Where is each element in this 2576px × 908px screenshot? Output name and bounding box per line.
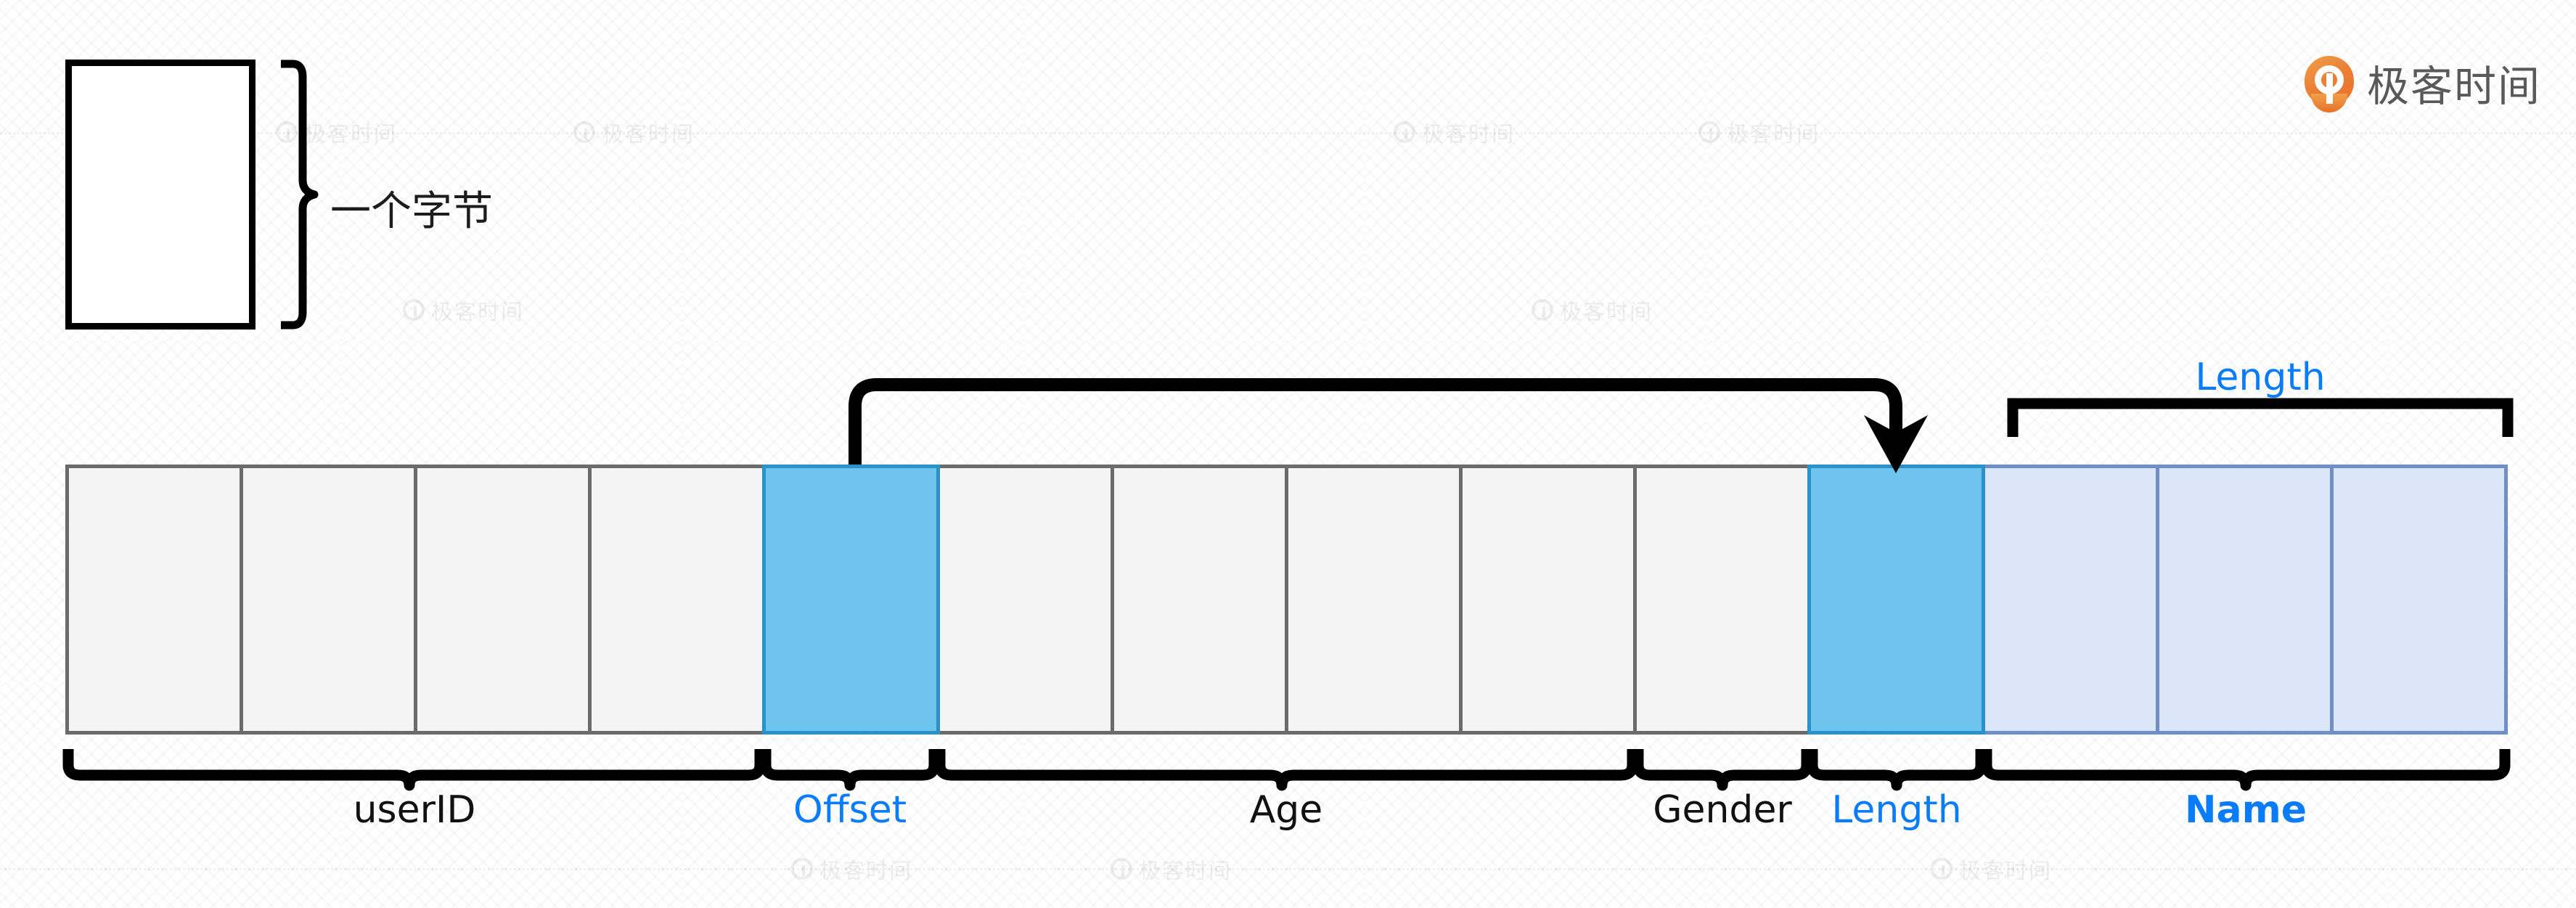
watermark-mark: 极客时间 <box>573 116 695 148</box>
top-length-bracket <box>2007 398 2514 437</box>
geektime-watermark-icon <box>403 299 425 321</box>
geektime-watermark-icon <box>1111 858 1132 880</box>
brace-gender <box>1632 749 1812 791</box>
watermark-mark: 极客时间 <box>403 294 524 326</box>
legend-byte-cell <box>65 60 255 330</box>
byte-cell-6[interactable] <box>936 465 1114 735</box>
watermark-hline <box>0 132 2576 134</box>
label-offset: Offset <box>793 788 907 832</box>
geektime-logo-icon <box>2304 56 2354 113</box>
brace-offset <box>760 749 940 791</box>
byte-cell-7[interactable] <box>1111 465 1288 735</box>
watermark-mark: 极客时间 <box>1532 294 1653 326</box>
brace-name <box>1981 749 2511 791</box>
watermark-mark: 极客时间 <box>1698 116 1820 148</box>
byte-cell-9[interactable] <box>1459 465 1637 735</box>
byte-cell-14-name[interactable] <box>2330 465 2508 735</box>
watermark-mark: 极客时间 <box>1394 116 1515 148</box>
top-length-label: Length <box>2195 356 2326 399</box>
brace-length <box>1807 749 1987 791</box>
label-userid: userID <box>353 788 476 832</box>
geektime-watermark-icon <box>1698 121 1720 143</box>
label-gender: Gender <box>1653 788 1792 832</box>
byte-cell-10-gender[interactable] <box>1633 465 1811 735</box>
geektime-watermark-icon <box>1532 299 1553 321</box>
byte-cell-11-length[interactable] <box>1807 465 1985 735</box>
geektime-watermark-icon <box>791 858 813 880</box>
right-curly-brace-icon <box>281 60 319 330</box>
label-age: Age <box>1249 788 1323 832</box>
brace-age <box>934 749 1638 791</box>
byte-cell-3[interactable] <box>414 465 592 735</box>
watermark-mark: 极客时间 <box>1111 853 1232 885</box>
geektime-watermark-icon <box>1931 858 1953 880</box>
byte-cell-13-name[interactable] <box>2156 465 2334 735</box>
byte-cell-2[interactable] <box>240 465 417 735</box>
byte-cell-8[interactable] <box>1285 465 1463 735</box>
offset-to-length-arrow-icon <box>849 378 1928 473</box>
legend-label: 一个字节 <box>330 188 493 235</box>
byte-cell-4[interactable] <box>588 465 766 735</box>
label-length: Length <box>1831 788 1962 832</box>
byte-cell-1[interactable] <box>65 465 243 735</box>
watermark-mark: 极客时间 <box>791 853 912 885</box>
geektime-brand: 极客时间 <box>2304 52 2541 113</box>
geektime-watermark-icon <box>573 121 595 143</box>
brace-userid <box>62 749 766 791</box>
byte-layout-row <box>65 465 2508 735</box>
watermark-mark: 极客时间 <box>1931 853 2052 885</box>
label-name: Name <box>2184 788 2307 832</box>
geektime-watermark-icon <box>1394 121 1415 143</box>
watermark-hline <box>0 868 2576 870</box>
byte-cell-12-name[interactable] <box>1982 465 2159 735</box>
brand-name: 极客时间 <box>2366 62 2541 111</box>
byte-cell-5-offset[interactable] <box>762 465 940 735</box>
